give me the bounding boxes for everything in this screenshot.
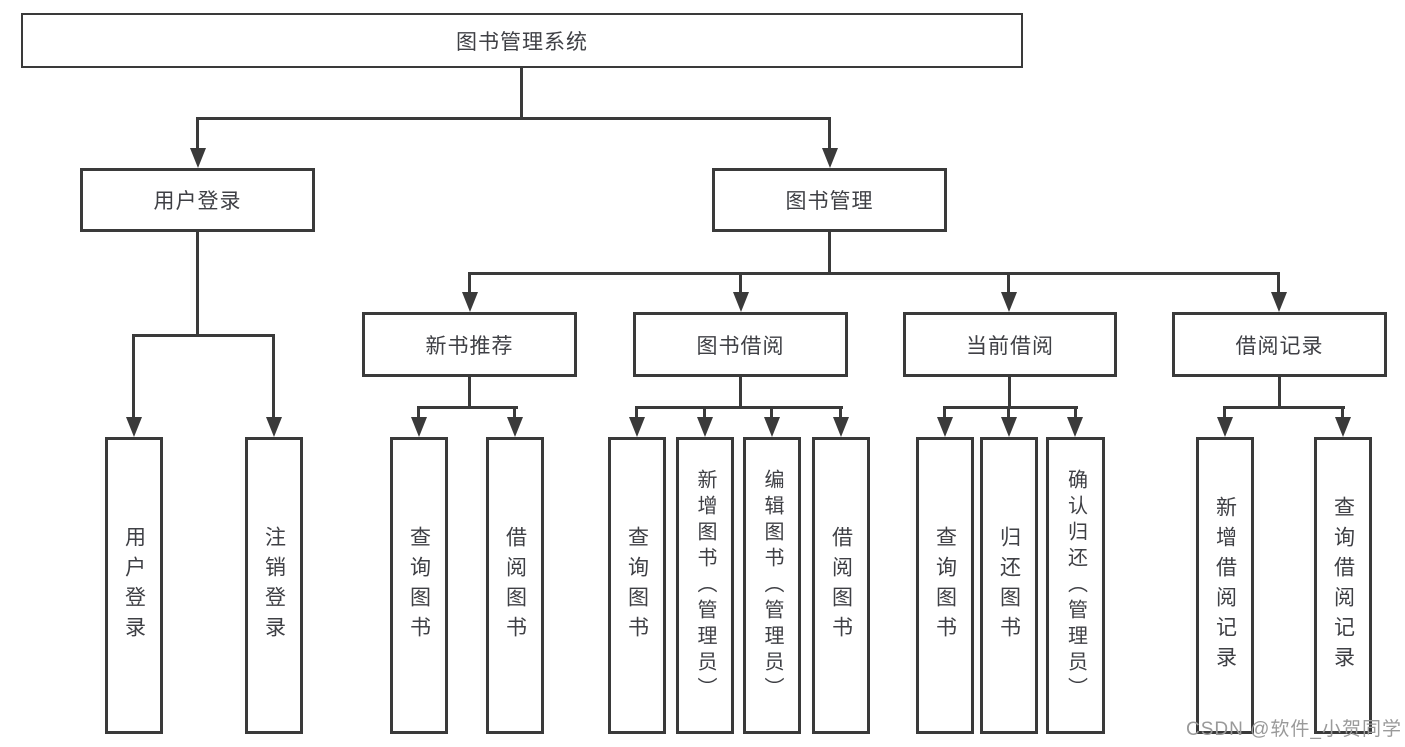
arrowhead-icon [1001,417,1017,437]
arrowhead-icon [1067,417,1083,437]
arrowhead-icon [733,292,749,312]
connector-line [468,272,471,294]
arrowhead-icon [629,417,645,437]
node-borrow-records: 借阅记录 [1172,312,1387,377]
connector-line [520,68,523,120]
connector-line [943,406,946,419]
arrowhead-icon [411,417,427,437]
connector-line [196,117,199,150]
arrowhead-icon [190,148,206,168]
leaf-confirm-return-admin: 确认归还（管理员） [1046,437,1105,734]
leaf-return-books: 归还图书 [980,437,1038,734]
arrowhead-icon [1335,417,1351,437]
node-current-borrow: 当前借阅 [903,312,1117,377]
leaf-query-borrow-record: 查询借阅记录 [1314,437,1372,734]
watermark: CSDN @软件_小贺同学 [1186,719,1402,740]
connector-line [197,117,831,120]
leaf-query-books-borrow: 查询图书 [608,437,666,734]
connector-line [133,334,275,337]
connector-line [1008,377,1011,409]
connector-line [1223,406,1345,409]
arrowhead-icon [764,417,780,437]
connector-line [839,406,842,419]
connector-line [703,406,706,419]
node-user-login: 用户登录 [80,168,315,232]
connector-line [770,406,773,419]
connector-line [1007,272,1010,294]
connector-line [417,406,420,419]
leaf-borrow-books-recommend: 借阅图书 [486,437,544,734]
arrowhead-icon [462,292,478,312]
arrowhead-icon [126,417,142,437]
connector-line [132,334,135,419]
connector-line [468,272,1280,275]
connector-line [635,406,843,409]
arrowhead-icon [822,148,838,168]
leaf-edit-books-admin: 编辑图书（管理员） [743,437,801,734]
connector-line [1341,406,1344,419]
arrowhead-icon [1001,292,1017,312]
connector-line [513,406,516,419]
node-system-root: 图书管理系统 [21,13,1023,68]
connector-line [272,334,275,419]
node-book-borrow: 图书借阅 [633,312,848,377]
connector-line [635,406,638,419]
leaf-add-books-admin: 新增图书（管理员） [676,437,734,734]
arrowhead-icon [507,417,523,437]
arrowhead-icon [1271,292,1287,312]
leaf-query-books-current: 查询图书 [916,437,974,734]
connector-line [1223,406,1226,419]
node-new-book-recommend: 新书推荐 [362,312,577,377]
arrowhead-icon [833,417,849,437]
leaf-add-borrow-record: 新增借阅记录 [1196,437,1254,734]
connector-line [739,272,742,294]
connector-line [468,377,471,409]
node-book-management: 图书管理 [712,168,947,232]
connector-line [196,232,199,337]
arrowhead-icon [266,417,282,437]
connector-line [828,232,831,274]
connector-line [1007,406,1010,419]
arrowhead-icon [1217,417,1233,437]
arrowhead-icon [697,417,713,437]
leaf-user-login: 用户登录 [105,437,163,734]
connector-line [739,377,742,409]
leaf-borrow-books-borrow: 借阅图书 [812,437,870,734]
connector-line [1277,272,1280,294]
leaf-logout: 注销登录 [245,437,303,734]
leaf-query-books-recommend: 查询图书 [390,437,448,734]
connector-line [1278,377,1281,409]
connector-line [943,406,1078,409]
connector-line [1074,406,1077,419]
connector-line [418,406,518,409]
arrowhead-icon [937,417,953,437]
connector-line [828,117,831,150]
